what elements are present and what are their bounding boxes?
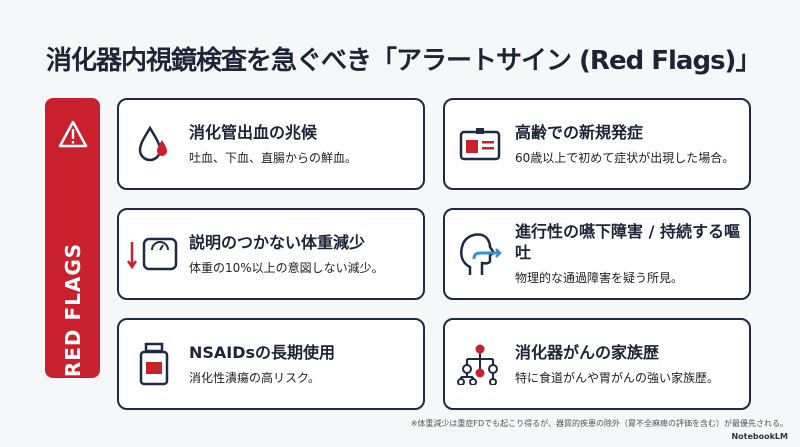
card-title: 高齢での新規発症 <box>515 123 644 143</box>
red-flags-banner: RED FLAGS <box>45 98 100 378</box>
card-title: 説明のつかない体重減少 <box>189 233 366 253</box>
card-gi-bleeding: 消化管出血の兆候吐血、下血、直腸からの鮮血。 <box>117 98 425 190</box>
card-title: NSAIDsの長期使用 <box>189 343 336 363</box>
card-nsaids: NSAIDsの長期使用消化性潰瘍の高リスク。 <box>117 318 425 410</box>
card-desc: 消化性潰瘍の高リスク。 <box>189 370 321 385</box>
card-dysphagia: 進行性の嚥下障害 / 持続する嘔吐物理的な通過障害を疑う所見。 <box>443 208 751 300</box>
card-title: 消化管出血の兆候 <box>189 123 318 143</box>
card-title: 消化器がんの家族歴 <box>515 343 660 363</box>
red-flags-label: RED FLAGS <box>60 242 85 378</box>
swallow-icon <box>460 233 502 275</box>
family-tree-icon <box>457 344 498 385</box>
card-desc: 60歳以上で初めて症状が出現した場合。 <box>515 150 735 165</box>
pill-bottle-icon <box>139 342 169 386</box>
notebooklm-brand: NotebookLM <box>731 432 788 441</box>
card-family-history: 消化器がんの家族歴特に食道がんや胃がんの強い家族歴。 <box>443 318 751 410</box>
card-title: 進行性の嚥下障害 / 持続する嘔吐 <box>515 222 740 262</box>
card-elderly-onset: 高齢での新規発症 60歳以上で初めて症状が出現した場合。 <box>443 98 751 190</box>
card-desc: 体重の10%以上の意図しない減少。 <box>189 260 384 275</box>
id-card-icon <box>459 128 501 161</box>
card-desc: 特に食道がんや胃がんの強い家族歴。 <box>515 370 720 385</box>
footnote: ※体重減少は重症FDでも起こり得るが、器質的疾患の除外（胃不全麻痺の評価を含む）… <box>410 419 788 428</box>
warning-icon <box>58 120 87 148</box>
scale-icon <box>126 237 178 271</box>
card-desc: 吐血、下血、直腸からの鮮血。 <box>189 150 358 165</box>
blood-drop-icon <box>138 125 167 162</box>
card-desc: 物理的な通過障害を疑う所見。 <box>515 270 684 285</box>
page-title: 消化器内視鏡検査を急ぐべき「アラートサイン (Red Flags)」 <box>46 46 761 76</box>
card-weight-loss: 説明のつかない体重減少体重の10%以上の意図しない減少。 <box>117 208 425 300</box>
